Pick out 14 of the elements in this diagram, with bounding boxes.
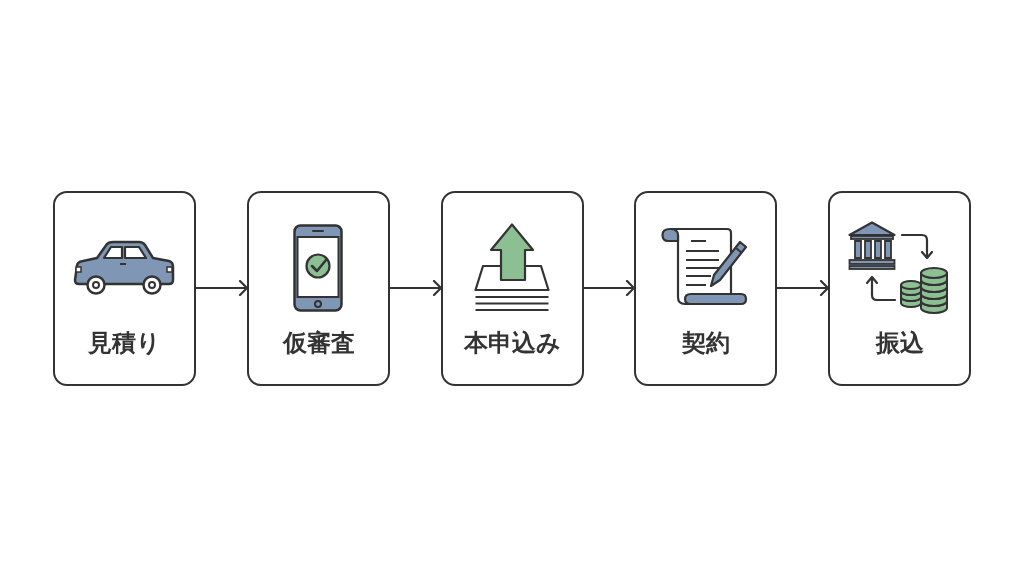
step-label: 本申込み [464,329,561,357]
step-box [441,191,584,386]
arrow [389,279,443,297]
step-box [828,191,971,386]
step-label: 振込 [875,329,924,357]
step-box [53,191,196,386]
step-label: 見積り [88,329,161,357]
arrow [195,279,249,297]
arrow [583,279,636,297]
step-label: 仮審査 [282,329,355,357]
step-label: 契約 [681,329,730,357]
step-box [634,191,777,386]
step-box [247,191,390,386]
arrow [776,279,830,297]
